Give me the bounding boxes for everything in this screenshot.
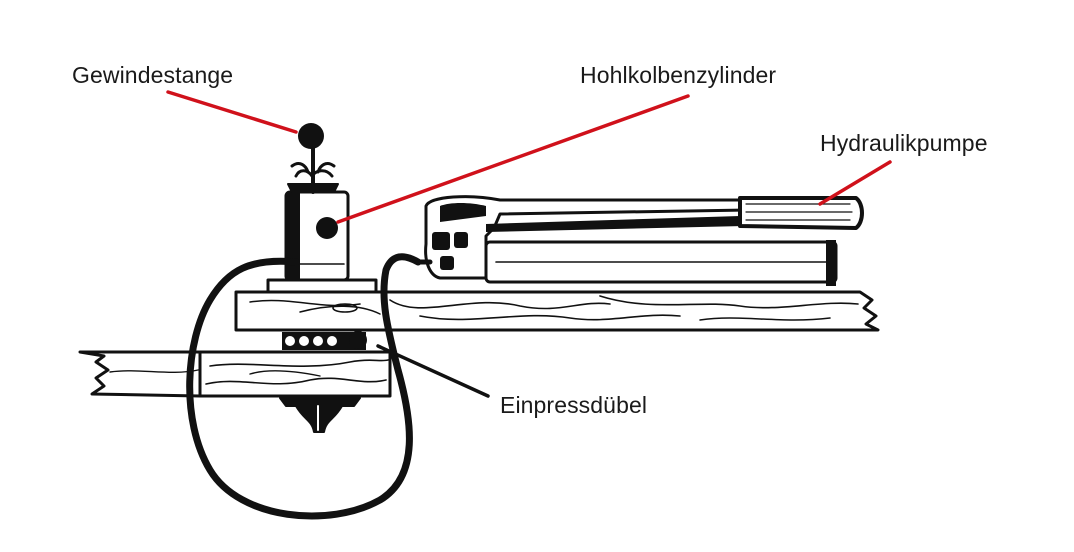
press-dowel-graphic	[282, 331, 367, 350]
leader-threaded-rod	[166, 90, 298, 134]
label-press-dowel: Einpressdübel	[500, 392, 648, 418]
bottom-nut-graphic	[279, 397, 361, 433]
upper-timber-beam	[234, 290, 880, 332]
leader-lines	[166, 90, 892, 224]
label-threaded-rod: Gewindestange	[72, 62, 234, 88]
cylinder-base-plate	[266, 278, 378, 294]
leader-press-dowel	[376, 344, 490, 398]
leader-hollow-cylinder	[336, 94, 690, 224]
hydraulic-hose	[186, 253, 422, 520]
hollow-cylinder-graphic	[284, 190, 350, 282]
leader-hydraulic-pump	[818, 160, 892, 206]
threaded-rod-graphic	[287, 123, 339, 194]
hydraulic-pump-graphic	[415, 195, 864, 286]
label-hollow-cylinder: Hohlkolbenzylinder	[580, 62, 777, 88]
lower-timber-beam	[78, 350, 392, 398]
label-hydraulic-pump: Hydraulikpumpe	[820, 130, 988, 156]
